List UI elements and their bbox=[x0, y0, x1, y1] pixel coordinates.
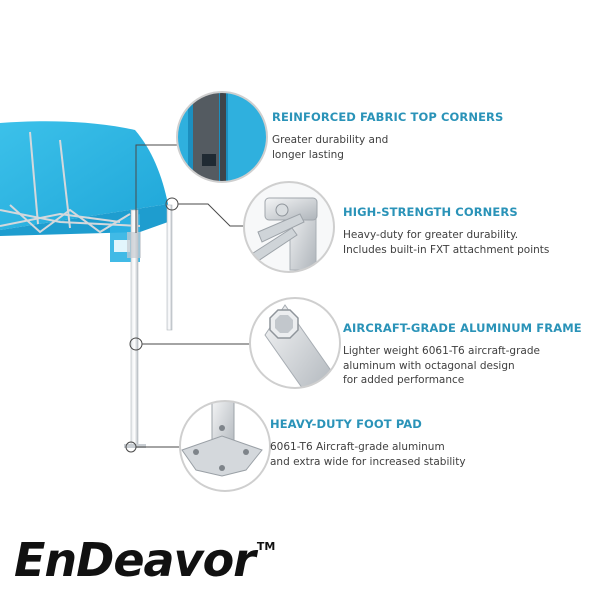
feature-title: HEAVY-DUTY FOOT PAD bbox=[270, 417, 422, 431]
detail-foot-pad bbox=[179, 400, 271, 492]
feature-aluminum-frame: AIRCRAFT-GRADE ALUMINUM FRAME Lighter we… bbox=[343, 321, 582, 388]
feature-description: Greater durability and longer lasting bbox=[272, 133, 503, 162]
feature-title: AIRCRAFT-GRADE ALUMINUM FRAME bbox=[343, 321, 582, 335]
frame-legs bbox=[124, 204, 173, 448]
detail-octagonal-tube bbox=[249, 297, 341, 389]
detail-corner-bracket bbox=[243, 181, 335, 273]
description-line: for added performance bbox=[343, 374, 465, 386]
feature-description: Lighter weight 6061-T6 aircraft-grade al… bbox=[343, 344, 582, 388]
brand-logo: EnDeavor TM bbox=[14, 534, 275, 590]
feature-description: 6061-T6 Aircraft-grade aluminum and extr… bbox=[270, 440, 466, 469]
feature-description: Heavy-duty for greater durability. Inclu… bbox=[343, 228, 549, 257]
feature-title: REINFORCED FABRIC TOP CORNERS bbox=[272, 110, 504, 124]
feature-title: HIGH-STRENGTH CORNERS bbox=[343, 205, 518, 219]
description-line: and extra wide for increased stability bbox=[270, 455, 466, 468]
feature-fabric-corners: REINFORCED FABRIC TOP CORNERS Greater du… bbox=[272, 110, 503, 162]
feature-foot-pad: HEAVY-DUTY FOOT PAD 6061-T6 Aircraft-gra… bbox=[270, 417, 466, 469]
description-line: longer lasting bbox=[272, 148, 344, 161]
description-line: Greater durability and bbox=[272, 134, 389, 146]
trademark-symbol: TM bbox=[256, 540, 276, 553]
description-line: 6061-T6 Aircraft-grade aluminum bbox=[270, 441, 445, 453]
description-line: Lighter weight 6061-T6 aircraft-grade bbox=[343, 345, 540, 357]
description-line: Includes built-in FXT attachment points bbox=[343, 243, 550, 256]
detail-fabric-corner bbox=[176, 91, 268, 183]
leader-lines bbox=[135, 144, 250, 448]
description-line: aluminum with octagonal design bbox=[343, 359, 515, 372]
feature-high-strength-corners: HIGH-STRENGTH CORNERS Heavy-duty for gre… bbox=[343, 205, 549, 257]
description-line: Heavy-duty for greater durability. bbox=[343, 229, 519, 241]
truss-frame bbox=[0, 131, 141, 234]
canopy bbox=[0, 121, 168, 262]
brand-name: EnDeavor bbox=[14, 533, 256, 587]
